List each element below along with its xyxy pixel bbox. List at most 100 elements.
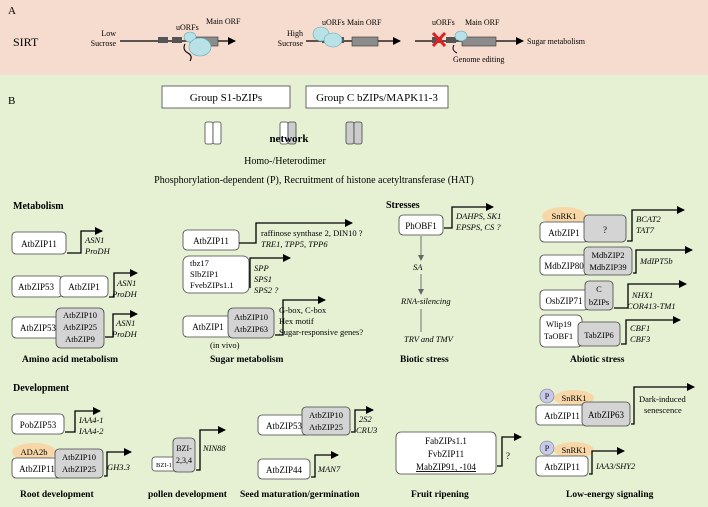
phospho-p-1: P xyxy=(545,392,550,401)
sugar-row3-protein: AtbZIP1 xyxy=(192,322,224,332)
abiotic-row3: OsbZIP71 C bZIPs NHX1 COR413-TM1 xyxy=(539,280,687,311)
high-label-1: High xyxy=(287,29,303,38)
fruit-ripening: FabZIPs1.1 FvbZIP11 MabZIP91, -104 ? xyxy=(395,431,522,475)
taobf1-label: TaOBF1 xyxy=(544,331,573,341)
metabolism-row3: AtbZIP53 AtbZIP10 AtbZIP25 AtbZIP9 ASN1 … xyxy=(11,307,138,349)
uorfs-label-1: uORFs xyxy=(176,23,199,32)
row2-gene-2: ProDH xyxy=(111,289,138,299)
row3-stack-2: AtbZIP25 xyxy=(63,322,97,332)
row3-gene-2: ProDH xyxy=(111,329,138,339)
in-vivo-note: (in vivo) xyxy=(210,340,240,350)
sa-label: SA xyxy=(413,262,423,272)
network-dimers xyxy=(204,121,363,145)
cru3-label: CRU3 xyxy=(356,425,377,435)
sugar-row1-gene-2: TRE1, TPP5, TPP6 xyxy=(261,239,328,249)
bzi234-label: 2,3,4 xyxy=(176,456,192,465)
gh3-label: GH3.3 xyxy=(107,462,130,472)
tabzip6-label: TabZIP6 xyxy=(584,330,614,340)
abiotic-row1-gene-1: BCAT2 xyxy=(636,214,661,224)
row3-gene-1: ASN1 xyxy=(115,318,135,328)
iaa4-1-label: IAA4-1 xyxy=(78,415,104,425)
mabzip-label: MabZIP91, -104 xyxy=(416,462,476,472)
sugar-row3-target-1: G-box, C-box xyxy=(279,305,327,315)
panel-b-letter: B xyxy=(8,95,15,107)
man7-label: MAN7 xyxy=(317,464,341,474)
row3-stack-1: AtbZIP10 xyxy=(63,310,97,320)
mdbzip80-label: MdbZIP80 xyxy=(544,261,584,271)
sugar-row3: AtbZIP1 AtbZIP10 AtbZIP63 G-box, C-box H… xyxy=(182,296,363,350)
bzi1-label: BZI-1 xyxy=(156,462,172,469)
sugar-row1: AtbZIP11 raffinose synthase 2, DIN10 ? T… xyxy=(182,219,363,251)
wlip19-label: Wlip19 xyxy=(546,319,572,329)
pollen-development: BZI-1 BZI- 2,3,4 NIN88 xyxy=(151,426,226,473)
nhx1-label: NHX1 xyxy=(631,290,653,300)
pobzip53-label: PobZIP53 xyxy=(20,420,57,430)
atbzip44-label: AtbZIP44 xyxy=(266,465,303,475)
group-s1-label: Group S1-bZIPs xyxy=(190,92,262,104)
stress-gene-2: EPSPS, CS ? xyxy=(455,222,501,232)
fruit-caption: Fruit ripening xyxy=(411,490,469,500)
seed-atbzip10: AtbZIP10 xyxy=(309,410,343,420)
phospho-label: Phosphorylation-dependent (P), Recruitme… xyxy=(154,175,474,186)
iaa4-2-label: IAA4-2 xyxy=(78,426,104,436)
abiotic-row2: MdbZIP80 MdbZIP2 MdbZIP39 MdIPT5b xyxy=(539,246,693,276)
fruit-unknown: ? xyxy=(506,451,510,461)
genome-editing-construct: uORFs Main ORF Genome editing Sugar meta… xyxy=(415,18,586,64)
seed-atbzip25: AtbZIP25 xyxy=(309,422,343,432)
row3-protein: AtbZIP53 xyxy=(20,323,57,333)
sugar-caption: Sugar metabolism xyxy=(210,355,284,365)
sugar-row2-protein-1: tbz17 xyxy=(190,258,209,268)
ada2b-label: ADA2b xyxy=(21,447,48,457)
abiotic-row4: Wlip19 TaOBF1 TabZIP6 CBF1 CBF3 xyxy=(539,314,681,348)
row1-protein: AtbZIP11 xyxy=(21,239,57,249)
mdbzip2-label: MdbZIP2 xyxy=(591,250,624,260)
bzi-label: BZI- xyxy=(176,444,192,453)
network-label: network xyxy=(269,133,309,145)
abiotic-row1: SnRK1 AtbZIP1 ? BCAT2 TAT7 xyxy=(539,206,685,243)
low-sucrose-construct: Low Sucrose uORFs Main ORF xyxy=(91,17,241,62)
cbf1-label: CBF1 xyxy=(630,323,650,333)
main-orf-label-2: Main ORF xyxy=(347,18,382,27)
metabolism-heading: Metabolism xyxy=(13,201,64,212)
biotic-caption: Biotic stress xyxy=(400,355,449,365)
sugar-row2: tbz17 SlbZIP1 FvebZIPs1.1 SPP SPS1 SPS2 … xyxy=(182,254,291,295)
lowenergy-caption: Low-energy signaling xyxy=(566,490,654,500)
metabolism-row1: AtbZIP11 ASN1 ProDH xyxy=(11,227,111,256)
mdbzip39-label: MdbZIP39 xyxy=(589,262,626,272)
atbzip1-abiotic: AtbZIP1 xyxy=(548,228,580,238)
development-heading: Development xyxy=(13,383,70,394)
abiotic-row1-gene-2: TAT7 xyxy=(636,225,655,235)
uorfs-label-3: uORFs xyxy=(432,18,455,27)
sugar-row2-protein-3: FvebZIPs1.1 xyxy=(190,280,234,290)
row3-stack-3: AtbZIP9 xyxy=(65,334,95,344)
genome-editing-label: Genome editing xyxy=(453,55,504,64)
cross-icon xyxy=(431,31,447,48)
group-c-label: Group C bZIPs/MAPK11-3 xyxy=(316,92,438,104)
snrk1-label-3: SnRK1 xyxy=(561,445,586,455)
sugar-row2-protein-2: SlbZIP1 xyxy=(190,269,218,279)
dark-induced-label: Dark-induced xyxy=(639,394,686,404)
root-atbzip11: AtbZIP11 xyxy=(19,464,55,474)
sugar-row3-target-2: Hex motif xyxy=(279,316,314,326)
fvbzip11-label: FvbZIP11 xyxy=(428,449,464,459)
row2-gene-1: ASN1 xyxy=(116,278,136,288)
lowenergy-atbzip11-2: AtbZIP11 xyxy=(544,462,580,472)
senescence-label: senescence xyxy=(644,405,682,415)
phobf1-label: PhOBF1 xyxy=(405,221,437,231)
rna-silencing-label: RNA-silencing xyxy=(400,296,451,306)
abiotic-caption: Abiotic stress xyxy=(570,355,625,365)
stresses-heading: Stresses xyxy=(386,200,420,211)
root-atbzip25: AtbZIP25 xyxy=(62,464,96,474)
row1-gene-2: ProDH xyxy=(84,246,111,256)
main-orf-label-3: Main ORF xyxy=(465,18,500,27)
panel-a-letter: A xyxy=(8,5,16,17)
amino-acid-caption: Amino acid metabolism xyxy=(22,355,118,365)
sugar-row1-protein: AtbZIP11 xyxy=(193,236,229,246)
unknown-partner: ? xyxy=(603,225,607,235)
sugar-row3-stack-2: AtbZIP63 xyxy=(234,324,268,334)
low-label-1: Low xyxy=(101,29,116,38)
lowenergy-atbzip11: AtbZIP11 xyxy=(544,411,580,421)
bzips-label: bZIPs xyxy=(589,297,609,307)
c-label: C xyxy=(596,284,602,294)
